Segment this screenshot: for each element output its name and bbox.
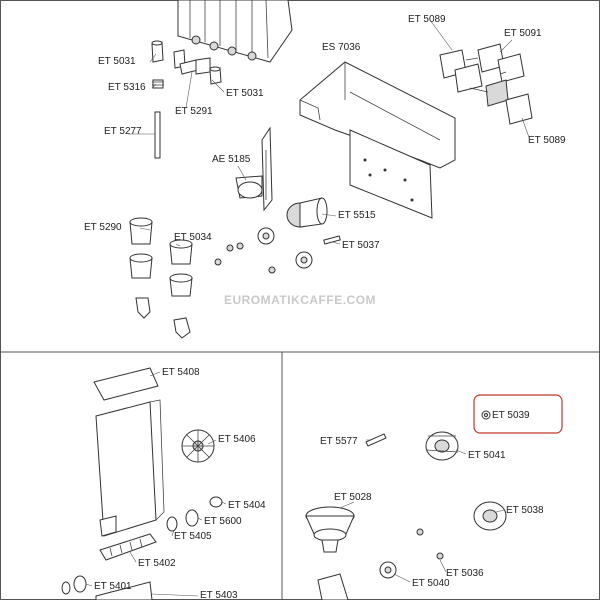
label-et5031-b: ET 5031 bbox=[226, 88, 264, 99]
label-et5401: ET 5401 bbox=[94, 581, 132, 592]
label-et5403: ET 5403 bbox=[200, 590, 238, 600]
watermark: EUROMATIKCAFFE.COM bbox=[224, 293, 376, 307]
solenoid-valves bbox=[439, 43, 533, 125]
label-et5408: ET 5408 bbox=[162, 367, 200, 378]
bottom-right-labels: ET 5039 ET 5577 ET 5041 ET 5028 ET 5038 … bbox=[320, 410, 544, 589]
label-et5277: ET 5277 bbox=[104, 126, 142, 137]
fitting-parts bbox=[151, 40, 222, 159]
label-et5034: ET 5034 bbox=[174, 232, 212, 243]
label-et5577: ET 5577 bbox=[320, 436, 358, 447]
label-ae5185: AE 5185 bbox=[212, 154, 251, 165]
brew-parts bbox=[305, 410, 507, 600]
label-et5028: ET 5028 bbox=[334, 492, 372, 503]
canister-parts bbox=[129, 217, 193, 339]
label-es7036: ES 7036 bbox=[322, 42, 361, 53]
chassis-frame bbox=[299, 61, 456, 219]
label-et5040: ET 5040 bbox=[412, 578, 450, 589]
label-et5402: ET 5402 bbox=[138, 558, 176, 569]
boiler-block bbox=[177, 0, 293, 63]
label-et5291: ET 5291 bbox=[175, 106, 213, 117]
top-labels: ET 5089 ET 5091 ES 7036 ET 5031 ET 5316 … bbox=[84, 14, 566, 251]
label-et5031-a: ET 5031 bbox=[98, 56, 136, 67]
label-et5089-top: ET 5089 bbox=[408, 14, 446, 25]
bracket-part bbox=[235, 126, 273, 212]
label-et5041: ET 5041 bbox=[468, 450, 506, 461]
label-et5036: ET 5036 bbox=[446, 568, 484, 579]
label-et5316: ET 5316 bbox=[108, 82, 146, 93]
label-et5406: ET 5406 bbox=[218, 434, 256, 445]
label-et5038: ET 5038 bbox=[506, 505, 544, 516]
highlight-box bbox=[473, 394, 563, 434]
bottom-left-labels: ET 5408 ET 5406 ET 5404 ET 5600 ET 5405 … bbox=[94, 367, 266, 600]
label-et5039: ET 5039 bbox=[492, 410, 530, 421]
label-et5290: ET 5290 bbox=[84, 222, 122, 233]
motor-part bbox=[286, 197, 328, 228]
hopper-parts bbox=[61, 367, 223, 600]
label-et5091: ET 5091 bbox=[504, 28, 542, 39]
bottom-leader-lines bbox=[85, 371, 505, 597]
label-et5089-bottom: ET 5089 bbox=[528, 135, 566, 146]
gear-parts bbox=[214, 227, 341, 274]
label-et5404: ET 5404 bbox=[228, 500, 266, 511]
label-et5600: ET 5600 bbox=[204, 516, 242, 527]
label-et5405: ET 5405 bbox=[174, 531, 212, 542]
label-et5037: ET 5037 bbox=[342, 240, 380, 251]
label-et5515: ET 5515 bbox=[338, 210, 376, 221]
top-leader-lines bbox=[128, 19, 531, 247]
